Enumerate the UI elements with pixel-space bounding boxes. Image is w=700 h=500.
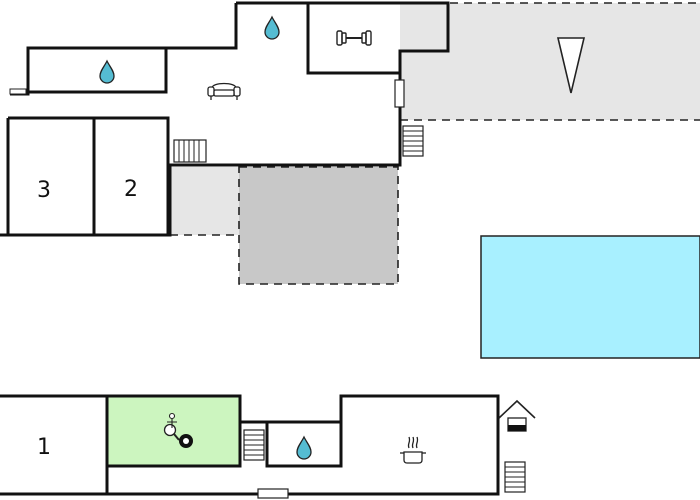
bedroom-2-label: 2 [124,177,138,202]
bathroom-left [28,48,166,92]
stairs-icon [243,429,265,461]
stairs-icon [173,139,207,163]
side-terrace [170,167,240,235]
door [257,488,289,499]
window [9,88,27,95]
water-drop-icon [99,60,115,84]
sun-deck-terrace-edge [400,2,700,121]
stairs-icon [402,125,424,157]
sofa-icon [207,82,241,100]
door [394,79,405,108]
main-house-walls [0,1,450,237]
water-drop-icon [264,16,280,40]
water-drop-icon [296,436,312,460]
cooking-pot-icon [400,436,426,464]
annex-walls [0,394,500,496]
bedroom-1-label: 1 [37,435,51,460]
bedroom-3-label: 3 [37,178,51,203]
dumbbell-icon [336,30,372,46]
covered-terrace [238,166,399,285]
lounger-icon [556,37,586,94]
table-tennis-and-billiards-icon [163,412,193,448]
sun-deck-terrace [400,3,700,120]
swimming-pool [480,235,700,359]
stairs-icon [504,461,526,493]
well-icon [498,399,536,432]
